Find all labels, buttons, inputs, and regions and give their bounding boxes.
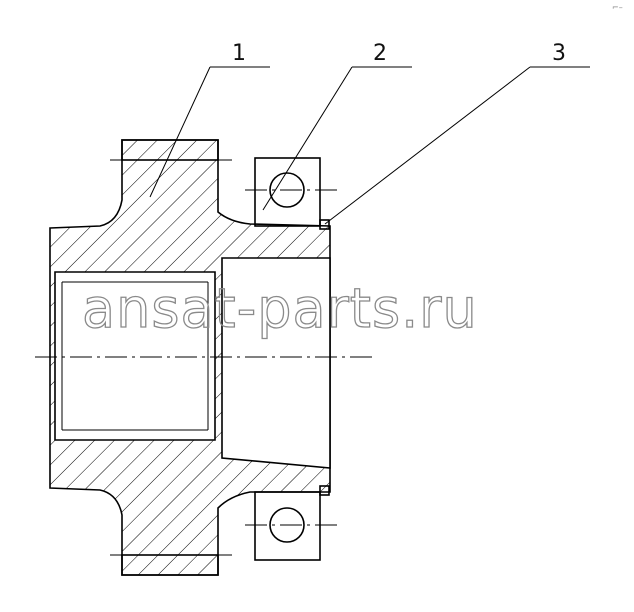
callout-3: 3 bbox=[324, 41, 590, 225]
callout-1: 1 bbox=[149, 41, 270, 198]
bearing-bottom bbox=[245, 491, 340, 561]
callout-2-label: 2 bbox=[373, 41, 387, 66]
snap-ring-bottom bbox=[319, 485, 330, 496]
callout-3-label: 3 bbox=[552, 41, 566, 66]
top-flange bbox=[110, 139, 232, 161]
watermark-text: ansat-parts.ru bbox=[82, 277, 478, 340]
corner-mark: ⌐– bbox=[612, 3, 623, 12]
callout-1-label: 1 bbox=[232, 41, 246, 66]
snap-ring-top bbox=[319, 219, 330, 230]
callout-2: 2 bbox=[262, 41, 412, 211]
bearing-top bbox=[245, 157, 340, 227]
bottom-flange bbox=[110, 554, 232, 576]
